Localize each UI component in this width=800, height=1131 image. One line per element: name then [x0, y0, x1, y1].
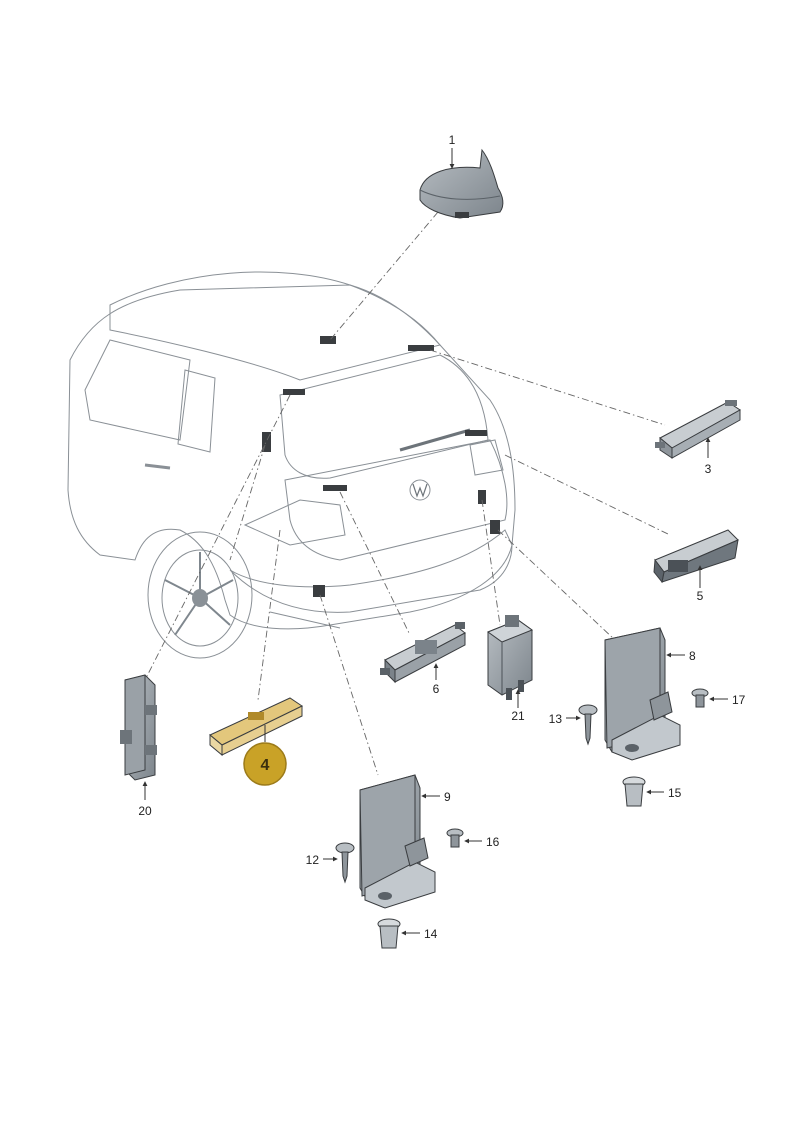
tail-light-left: [243, 499, 346, 546]
part-8-mounting-bracket[interactable]: [604, 627, 681, 761]
part-16-clip[interactable]: [446, 828, 464, 848]
leader-lines: [144, 211, 671, 776]
part-6-sensor-module[interactable]: [380, 622, 466, 684]
part-number-labels: 1 3 5 6 8 9 12 13 14 15 16 17 20 21: [138, 133, 745, 941]
part-4-badge[interactable]: 4: [243, 742, 287, 786]
label-part-12[interactable]: 12: [306, 853, 320, 867]
rear-window: [279, 354, 489, 479]
label-part-1[interactable]: 1: [449, 133, 456, 147]
label-arrows: [142, 148, 728, 936]
part-13-screw[interactable]: [578, 704, 598, 746]
part-4-antenna-module[interactable]: [209, 697, 304, 757]
part-15-nut[interactable]: [622, 776, 646, 807]
rear-bumper: [229, 529, 513, 613]
rear-wiper: [399, 428, 471, 452]
part-9-mounting-bracket[interactable]: [359, 774, 436, 909]
car-rear-illustration: [67, 271, 516, 659]
label-part-13[interactable]: 13: [549, 712, 563, 726]
rear-wheel: [147, 531, 253, 659]
label-part-14[interactable]: 14: [424, 927, 438, 941]
part-4-badge-number: 4: [261, 757, 270, 774]
part-12-screw[interactable]: [335, 842, 355, 884]
part-20-vertical-module[interactable]: [120, 674, 157, 781]
part-14-nut[interactable]: [377, 918, 401, 949]
part-1-roof-antenna[interactable]: [419, 148, 504, 219]
sensor-spot-right: [465, 430, 487, 436]
side-window: [84, 339, 191, 441]
label-part-8[interactable]: 8: [689, 649, 696, 663]
label-part-3[interactable]: 3: [705, 462, 712, 476]
sensor-spot-bumper-right: [490, 520, 500, 534]
part-21-relay-unit[interactable]: [486, 615, 534, 700]
sensor-spot-left: [283, 389, 305, 395]
roof-sensor: [320, 336, 336, 344]
label-part-5[interactable]: 5: [697, 589, 704, 603]
label-part-9[interactable]: 9: [444, 790, 451, 804]
tail-light-right: [469, 439, 504, 476]
label-part-20[interactable]: 20: [138, 804, 152, 818]
label-part-15[interactable]: 15: [668, 786, 682, 800]
part-17-clip[interactable]: [691, 688, 709, 708]
label-part-17[interactable]: 17: [732, 693, 746, 707]
sensor-spot-bumper-left: [313, 585, 325, 597]
door-handle: [144, 463, 171, 470]
rear-quarter-window: [177, 369, 216, 453]
label-part-21[interactable]: 21: [511, 709, 525, 723]
part-5-control-unit[interactable]: [653, 529, 739, 584]
part-4-side: [209, 733, 223, 757]
vw-logo-icon: [409, 479, 431, 501]
sensor-spot-top-right: [408, 345, 434, 351]
sensor-spot-tailgate: [323, 485, 347, 491]
label-part-16[interactable]: 16: [486, 835, 500, 849]
sensor-spot-pillar: [262, 432, 271, 452]
label-part-6[interactable]: 6: [433, 682, 440, 696]
part-3-sensor-module[interactable]: [655, 400, 741, 459]
sensor-spot-side: [478, 490, 486, 504]
